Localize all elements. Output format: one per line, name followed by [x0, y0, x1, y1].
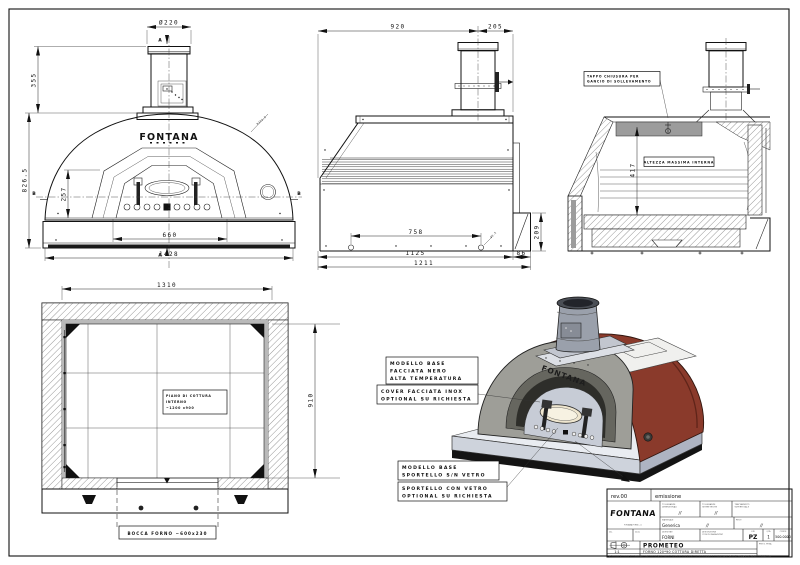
dim-body-depth: 1125 — [405, 250, 425, 257]
tolerance-value-2: // — [714, 511, 718, 516]
header-desc2: CODICE MAGAZZINO — [702, 533, 724, 536]
header-date: Data — [635, 531, 640, 534]
callout-text: MODELLO BASE — [402, 465, 458, 471]
material-value: Generica — [662, 523, 681, 528]
callout-text: COVER FACCIATA INOX — [381, 389, 463, 395]
division-value: FORNI — [662, 535, 674, 540]
callout-text: SPORTELLO S/N VETRO — [402, 472, 486, 478]
dim-internal-depth: 910 — [308, 392, 315, 407]
material-tolerance: // — [705, 523, 709, 528]
floor-note-line2: INTERNO — [166, 400, 187, 404]
weight-value: // — [759, 523, 763, 528]
drawing-description: FORNO 120*90 COTTURA DIRETTA — [643, 550, 707, 554]
tolerance-value-1: // — [678, 511, 682, 516]
header-weight: PESO — [736, 520, 742, 522]
dim-total-depth: 1211 — [414, 260, 434, 267]
header-drawn: Dis. — [609, 532, 613, 534]
dim-internal-width: 1310 — [157, 282, 177, 289]
header-material: MATERIALE — [662, 519, 674, 522]
code-value: 500.0000 — [775, 535, 791, 539]
dim-total-width: 1428 — [159, 251, 179, 258]
dim-back-to-flue: 920 — [390, 24, 405, 31]
revision-note: emissione — [655, 494, 681, 500]
callout-text: SPORTELLO CON VETRO — [402, 486, 488, 492]
disclaimer: A TERMINI DI LEGGE CI RISERVIAMO LA PROP… — [609, 554, 772, 557]
unit-value: PZ — [749, 534, 758, 541]
dim-total-height: 826.5 — [22, 167, 29, 192]
dim-flue-to-front: 205 — [488, 24, 503, 31]
section-mark-a-bottom: A — [158, 253, 162, 259]
section-mark-b-left: B — [32, 191, 36, 197]
callout-text: OPTIONAL SU RICHIESTA — [402, 493, 493, 499]
mouth-note: BOCCA FORNO ~600x230 — [127, 531, 207, 536]
dim-chimney-diameter: Ø220 — [159, 20, 179, 27]
section-mark-b-right: B — [297, 191, 301, 197]
scale-value: 1:1 — [614, 550, 619, 554]
cap-note-line1: TAPPO CHIUSURA PER — [587, 75, 639, 79]
callout-text: OPTIONAL SU RICHIESTA — [381, 396, 472, 402]
damper-lever — [495, 72, 500, 92]
header-division: DIVISIONE — [662, 532, 673, 534]
dim-opening-width: 660 — [162, 232, 177, 239]
floor-note-line1: PIANO DI COTTURA — [166, 394, 212, 398]
dim-internal-height: 417 — [630, 162, 637, 177]
dim-bracket: 86 — [516, 250, 526, 257]
dim-hole-spacing: 758 — [408, 229, 423, 236]
callout-text: ALTA TEMPERATURA — [390, 376, 463, 382]
quantity-value: 1 — [767, 535, 770, 540]
internal-height-note: ALTEZZA MASSIMA INTERNA — [644, 161, 714, 165]
section-mark-a-top: A — [158, 38, 162, 44]
header-unit: U.M. — [751, 531, 755, 533]
header-tol2b: GEOMETRICHE — [702, 507, 718, 509]
dim-opening-height: 257 — [61, 186, 68, 201]
cap-note-line2: GANCIO DI SOLLEVAMENTO — [587, 80, 651, 84]
dim-chimney-height: 355 — [31, 72, 38, 87]
revision: rev.00 — [611, 494, 627, 500]
header-right-cell: PROG. PESA — [759, 543, 772, 546]
callout-text: FACCIATA NERO — [390, 368, 447, 374]
title-block-logo-sub: FONTANA FORNI s.r.l. — [624, 524, 642, 527]
callout-text: MODELLO BASE — [390, 361, 446, 367]
floor-note-line3: ~1200 x900 — [166, 406, 194, 410]
drawing-title: PROMETEO — [643, 543, 684, 549]
title-block-logo: FONTANA — [610, 509, 657, 518]
dim-bracket-height: 209 — [534, 224, 541, 239]
header-tol1b: DIMENSIONALI — [662, 506, 677, 509]
header-tol3b: SUPERFICIALE — [735, 506, 750, 509]
header-code: CODICE — [780, 531, 787, 533]
